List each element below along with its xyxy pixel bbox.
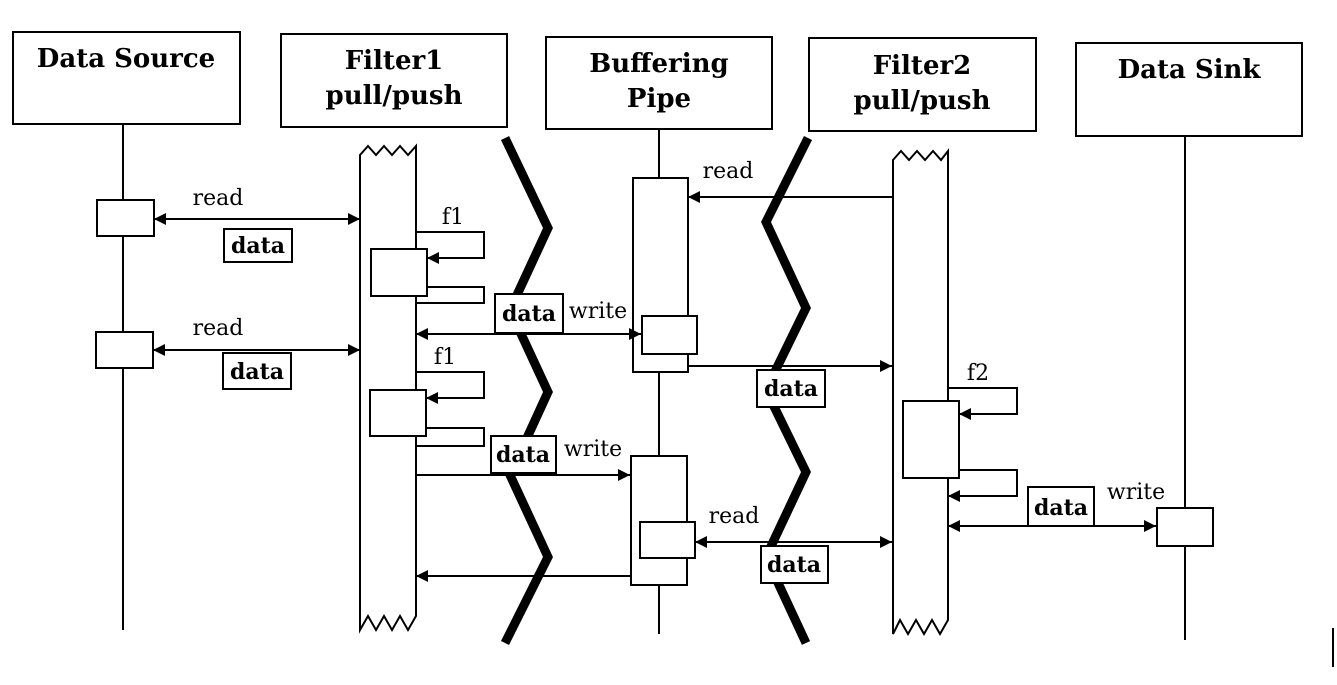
participant-data-source: Data Source: [12, 31, 241, 125]
read-label-2: read: [193, 316, 244, 341]
participant-filter1-label-line2: pull/push: [326, 81, 463, 111]
data-chip-2: [494, 293, 564, 334]
filter1-activation: [359, 143, 417, 634]
f1-label-1: f1: [442, 205, 464, 230]
filter1-f1-box-2: [369, 389, 427, 437]
data-label-3: data: [230, 359, 284, 385]
read-label-4: read: [709, 504, 760, 529]
source-read-box-2: [95, 331, 154, 369]
f1-self-call-1: [416, 231, 485, 264]
pipe-read-box-bottom: [639, 521, 696, 559]
data-label-7: data: [1034, 495, 1088, 521]
read-label-3: read: [703, 159, 754, 184]
data-label-2: data: [502, 301, 556, 327]
f2-return: [948, 469, 1018, 502]
participant-filter2: Filter2 pull/push: [808, 37, 1037, 132]
data-label-1: data: [231, 233, 285, 259]
data-chip-3: [222, 352, 292, 390]
data-chip-6: [760, 545, 829, 584]
participant-data-sink: Data Sink: [1075, 42, 1303, 137]
source-read-box-1: [96, 199, 155, 237]
data-label-4: data: [496, 442, 550, 468]
participant-buffering-pipe: Buffering Pipe: [545, 36, 773, 130]
sink-write-box: [1156, 507, 1214, 547]
data-chip-4: [490, 435, 557, 474]
participant-filter2-label-line2: pull/push: [854, 86, 991, 116]
f1-label-2: f1: [434, 345, 456, 370]
participant-data-sink-label: Data Sink: [1118, 55, 1262, 85]
filter1-f1-box-1: [370, 248, 428, 297]
participant-filter2-label-line1: Filter2: [873, 51, 972, 81]
write-label-2: write: [564, 437, 622, 462]
data-label-6: data: [767, 552, 821, 578]
participant-filter1-label-line1: Filter1: [345, 46, 444, 76]
f1-self-call-2: [416, 371, 485, 404]
thread-boundary-left: [500, 136, 553, 646]
read-label-1: read: [193, 186, 244, 211]
filter2-f2-box: [902, 400, 960, 479]
participant-filter1: Filter1 pull/push: [280, 33, 508, 128]
participant-buffering-label-line2: Pipe: [627, 84, 691, 114]
participant-buffering-label-line1: Buffering: [589, 49, 728, 79]
participant-data-source-label: Data Source: [37, 44, 215, 74]
f1-return-1: [416, 286, 485, 304]
pipe-activation-bottom: [630, 455, 688, 586]
write-label-1: write: [569, 299, 627, 324]
f2-self-call: [948, 387, 1018, 420]
f2-label: f2: [967, 361, 989, 386]
data-chip-1: [223, 228, 293, 263]
data-label-5: data: [764, 376, 818, 402]
f1-return-2: [416, 427, 485, 447]
filter2-activation: [892, 148, 949, 637]
pipe-write-box-top: [641, 315, 698, 355]
data-chip-5: [756, 369, 826, 408]
write-label-3: write: [1107, 480, 1165, 505]
data-chip-7: [1027, 486, 1095, 527]
